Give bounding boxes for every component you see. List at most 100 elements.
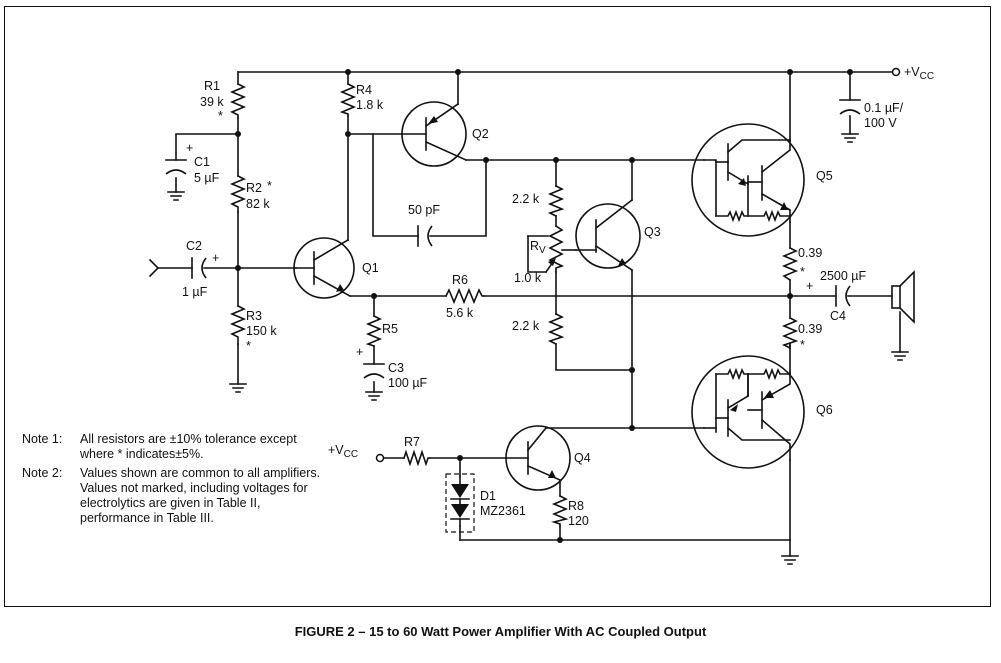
r7-resistor [402,449,431,467]
q1-transistor [293,237,355,299]
c-bypass-capacitor [839,99,861,115]
ground-icon [841,133,859,143]
r5-resistor [365,314,383,348]
q2-transistor [401,101,468,167]
grounds [167,133,909,565]
c2-plus: + [212,251,219,265]
ground-icon [229,383,247,393]
capacitors [165,99,861,379]
re5-tolerance: * [800,265,805,279]
vcc-left-label: +VCC [328,443,358,460]
q4-transistor [505,425,571,491]
figure-frame [4,6,991,607]
ground-icon [365,391,383,401]
q6-transistor [691,355,805,469]
r3-label: R3 [246,309,262,323]
r8-resistor [551,494,569,527]
r8-label: R8 [568,499,584,513]
c4-label: C4 [830,309,846,323]
q4-label: Q4 [574,451,591,465]
r6-value: 5.6 k [446,306,474,320]
re6-tolerance: * [800,338,805,352]
r4-resistor [339,82,357,117]
vcc-top-label: +VCC [904,65,934,82]
r3-value: 150 k [246,324,277,338]
terminals [375,67,901,463]
rv-potentiometer [548,224,565,273]
r7-label: R7 [404,435,420,449]
c1-label: C1 [194,155,210,169]
q5-transistor [691,123,805,237]
d1-diode [445,473,475,533]
note-text: Values shown are common to all amplifier… [80,466,321,525]
r2-resistor [229,174,247,213]
r2-value: 82 k [246,197,270,211]
q6-label: Q6 [816,403,833,417]
vcc-top-terminal [891,67,901,77]
r3-resistor [229,304,247,345]
re5-value: 0.39 [798,246,822,260]
r2-tolerance: * [267,179,272,193]
c4-value: 2500 µF [820,269,866,283]
note-label: Note 2: [22,466,63,480]
r1-tolerance: * [218,109,223,123]
vcc-left-terminal [375,453,385,463]
r4-value: 1.8 k [356,98,384,112]
c2-label: C2 [186,239,202,253]
r-bias-top-value: 2.2 k [512,192,540,206]
q3-transistor [575,198,641,272]
c2-value: 1 µF [182,285,208,299]
q3-label: Q3 [644,225,661,239]
r1-resistor [229,82,247,119]
c3-plus: + [356,345,363,359]
c-bypass-value: 0.1 µF/ [864,101,904,115]
c4-capacitor [835,285,851,307]
junctions [235,69,853,543]
note-2: Note 2: Values shown are common to all a… [22,466,322,526]
r6-label: R6 [452,273,468,287]
labels: R1 39 k * R2 * 82 k R3 150 k * R4 1.8 k … [182,65,934,528]
r6-resistor [444,287,485,305]
r8-value: 120 [568,514,589,528]
c-miller-capacitor [417,225,433,247]
ground-icon [167,191,185,201]
ground-icon [781,555,799,565]
note-1: Note 1: All resistors are ±10% tolerance… [22,432,322,462]
c3-capacitor [363,363,385,379]
re6-resistor [781,316,799,350]
note-text: All resistors are ±10% tolerance except … [80,432,297,461]
d1-part: MZ2361 [480,504,526,518]
figure-caption: FIGURE 2 – 15 to 60 Watt Power Amplifier… [294,624,707,639]
q2-label: Q2 [472,127,489,141]
c1-capacitor [165,159,187,175]
c4-plus: + [806,279,813,293]
notes-block: Note 1: All resistors are ±10% tolerance… [22,432,322,530]
c-bypass-voltage: 100 V [864,116,897,130]
r-bias-top [547,184,565,218]
re6-value: 0.39 [798,322,822,336]
ground-icon [891,351,909,361]
c1-value: 5 µF [194,171,220,185]
d1-label: D1 [480,489,496,503]
r4-label: R4 [356,83,372,97]
c3-value: 100 µF [388,376,428,390]
r1-label: R1 [204,79,220,93]
r-bias-bottom [547,312,565,346]
r3-tolerance: * [246,339,251,353]
resistors [229,82,799,527]
r2-label: R2 [246,181,262,195]
r5-label: R5 [382,322,398,336]
c3-label: C3 [388,361,404,375]
q1-label: Q1 [362,261,379,275]
q5-label: Q5 [816,169,833,183]
c2-capacitor [191,257,207,279]
rv-value: 1.0 k [514,271,542,285]
speaker-icon [891,270,915,324]
note-label: Note 1: [22,432,63,446]
r-bias-bottom-value: 2.2 k [512,319,540,333]
rv-label: RV [530,239,546,256]
re5-resistor [781,246,799,282]
c-miller-value: 50 pF [408,203,440,217]
r1-value: 39 k [200,95,224,109]
